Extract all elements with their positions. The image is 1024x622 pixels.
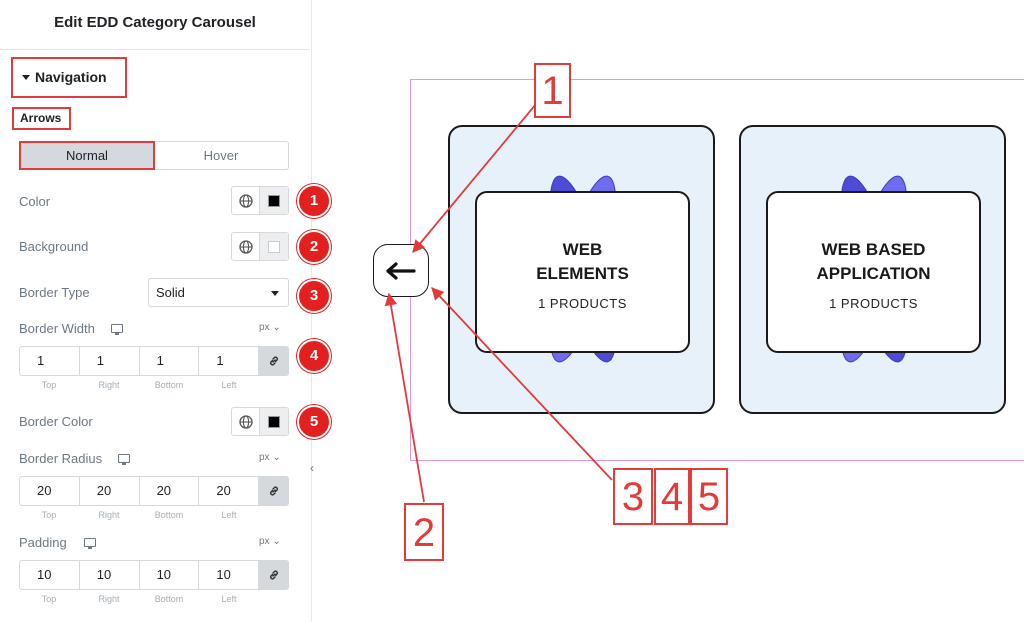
background-swatch [268, 240, 280, 253]
border-type-label: Border Type [19, 285, 90, 300]
color-swatch-button[interactable] [260, 187, 288, 214]
callout-number-1: 1 [534, 63, 571, 118]
category-name-line-2: ELEMENTS [536, 264, 629, 283]
section-label: Navigation [35, 69, 107, 85]
callout-number-3: 3 [613, 468, 653, 525]
step-badge-1: 1 [297, 184, 331, 218]
padding-label: Padding [19, 535, 67, 550]
category-info-box: WEB BASED APPLICATION 1 PRODUCTS [766, 191, 981, 353]
dim-label-bottom: Bottom [154, 380, 184, 390]
callout-number-4: 4 [654, 468, 690, 525]
dim-label-top: Top [41, 380, 57, 390]
border-width-inputs: 1 1 1 1 [19, 346, 289, 376]
border-radius-bottom-input[interactable]: 20 [140, 477, 200, 505]
padding-unit[interactable]: px ⌄ [259, 536, 281, 547]
border-color-picker[interactable] [231, 407, 289, 436]
dim-label-top: Top [41, 594, 57, 604]
step-badge-3: 3 [297, 279, 331, 313]
globe-icon[interactable] [232, 187, 260, 214]
link-icon[interactable] [259, 561, 288, 589]
navigation-section-toggle[interactable]: Navigation [11, 57, 127, 98]
caret-down-icon [22, 75, 30, 80]
border-width-unit[interactable]: px ⌄ [259, 322, 281, 333]
padding-left-input[interactable]: 10 [199, 561, 260, 589]
chevron-down-icon [271, 291, 279, 296]
category-name-line-1: WEB BASED [821, 240, 926, 259]
category-name: WEB BASED APPLICATION [768, 238, 979, 286]
padding-bottom-input[interactable]: 10 [140, 561, 200, 589]
dim-label-right: Right [98, 510, 120, 520]
border-radius-inputs: 20 20 20 20 [19, 476, 289, 506]
dim-label-left: Left [221, 594, 237, 604]
category-name-line-1: WEB [562, 240, 603, 259]
arrow-left-icon [386, 261, 416, 280]
border-radius-left-input[interactable]: 20 [199, 477, 260, 505]
border-radius-unit[interactable]: px ⌄ [259, 452, 281, 463]
category-count: 1 PRODUCTS [538, 296, 627, 311]
background-picker[interactable] [231, 232, 289, 261]
padding-right-input[interactable]: 10 [80, 561, 140, 589]
dim-label-right: Right [98, 594, 120, 604]
category-card[interactable]: WEB BASED APPLICATION 1 PRODUCTS [739, 125, 1006, 414]
category-name-line-2: APPLICATION [816, 264, 931, 283]
desktop-icon[interactable] [118, 454, 130, 465]
panel-title: Edit EDD Category Carousel [0, 0, 310, 50]
background-label: Background [19, 239, 89, 254]
dim-label-top: Top [41, 510, 57, 520]
border-radius-label: Border Radius [19, 451, 103, 466]
border-color-swatch [268, 415, 280, 428]
panel-collapse-icon[interactable]: ‹ [310, 461, 314, 475]
category-card[interactable]: WEB ELEMENTS 1 PRODUCTS [448, 125, 715, 414]
border-width-left-input[interactable]: 1 [199, 347, 260, 375]
color-swatch [268, 194, 280, 207]
callout-number-5: 5 [690, 468, 728, 525]
settings-panel: Edit EDD Category Carousel Navigation Ar… [0, 0, 331, 622]
border-color-label: Border Color [19, 414, 93, 429]
border-width-dim-labels: Top Right Bottom Left [19, 380, 259, 390]
category-name: WEB ELEMENTS [477, 238, 688, 286]
step-badge-5: 5 [297, 405, 331, 439]
color-picker[interactable] [231, 186, 289, 215]
link-icon[interactable] [259, 347, 288, 375]
border-width-right-input[interactable]: 1 [80, 347, 140, 375]
desktop-icon[interactable] [84, 538, 96, 549]
border-radius-right-input[interactable]: 20 [80, 477, 140, 505]
padding-dim-labels: Top Right Bottom Left [19, 594, 259, 604]
padding-top-input[interactable]: 10 [20, 561, 80, 589]
dim-label-bottom: Bottom [154, 510, 184, 520]
background-swatch-button[interactable] [260, 233, 288, 260]
border-width-label: Border Width [19, 321, 95, 336]
color-label: Color [19, 194, 51, 209]
border-radius-dim-labels: Top Right Bottom Left [19, 510, 259, 520]
tab-normal[interactable]: Normal [19, 141, 155, 170]
state-tabs: Normal Hover [19, 141, 289, 170]
globe-icon[interactable] [232, 233, 260, 260]
border-color-swatch-button[interactable] [260, 408, 288, 435]
callout-number-2: 2 [404, 503, 444, 561]
globe-icon[interactable] [232, 408, 260, 435]
border-radius-top-input[interactable]: 20 [20, 477, 80, 505]
padding-inputs: 10 10 10 10 [19, 560, 289, 590]
category-count: 1 PRODUCTS [829, 296, 918, 311]
arrows-heading: Arrows [12, 107, 71, 130]
carousel-prev-button[interactable] [373, 244, 429, 297]
step-badge-4: 4 [297, 339, 331, 373]
border-type-select[interactable]: Solid [148, 278, 289, 307]
border-width-bottom-input[interactable]: 1 [140, 347, 200, 375]
border-width-top-input[interactable]: 1 [20, 347, 80, 375]
border-type-value: Solid [156, 285, 185, 300]
dim-label-right: Right [98, 380, 120, 390]
dim-label-bottom: Bottom [154, 594, 184, 604]
dim-label-left: Left [221, 380, 237, 390]
desktop-icon[interactable] [111, 324, 123, 335]
category-info-box: WEB ELEMENTS 1 PRODUCTS [475, 191, 690, 353]
step-badge-2: 2 [297, 230, 331, 264]
tab-hover[interactable]: Hover [203, 148, 239, 163]
dim-label-left: Left [221, 510, 237, 520]
link-icon[interactable] [259, 477, 288, 505]
